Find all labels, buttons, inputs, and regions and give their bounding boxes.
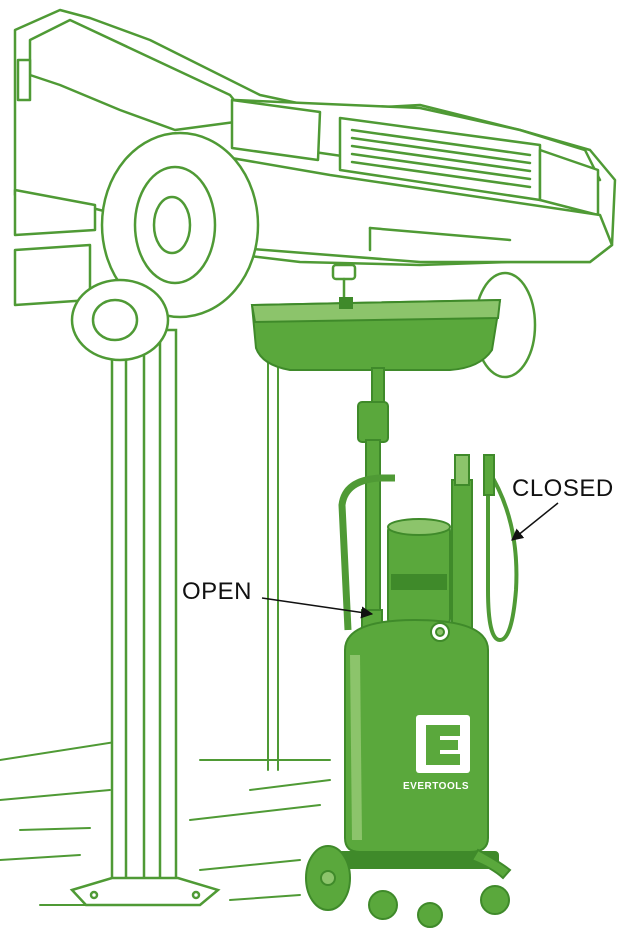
oil-drain-tank xyxy=(306,455,516,927)
drain-pan xyxy=(252,298,500,370)
closed-label: CLOSED xyxy=(512,475,614,503)
open-label: OPEN xyxy=(182,578,252,606)
brand-name: EVERTOOLS xyxy=(403,781,469,792)
drain-tube xyxy=(358,368,388,630)
closed-arrow xyxy=(512,503,558,540)
